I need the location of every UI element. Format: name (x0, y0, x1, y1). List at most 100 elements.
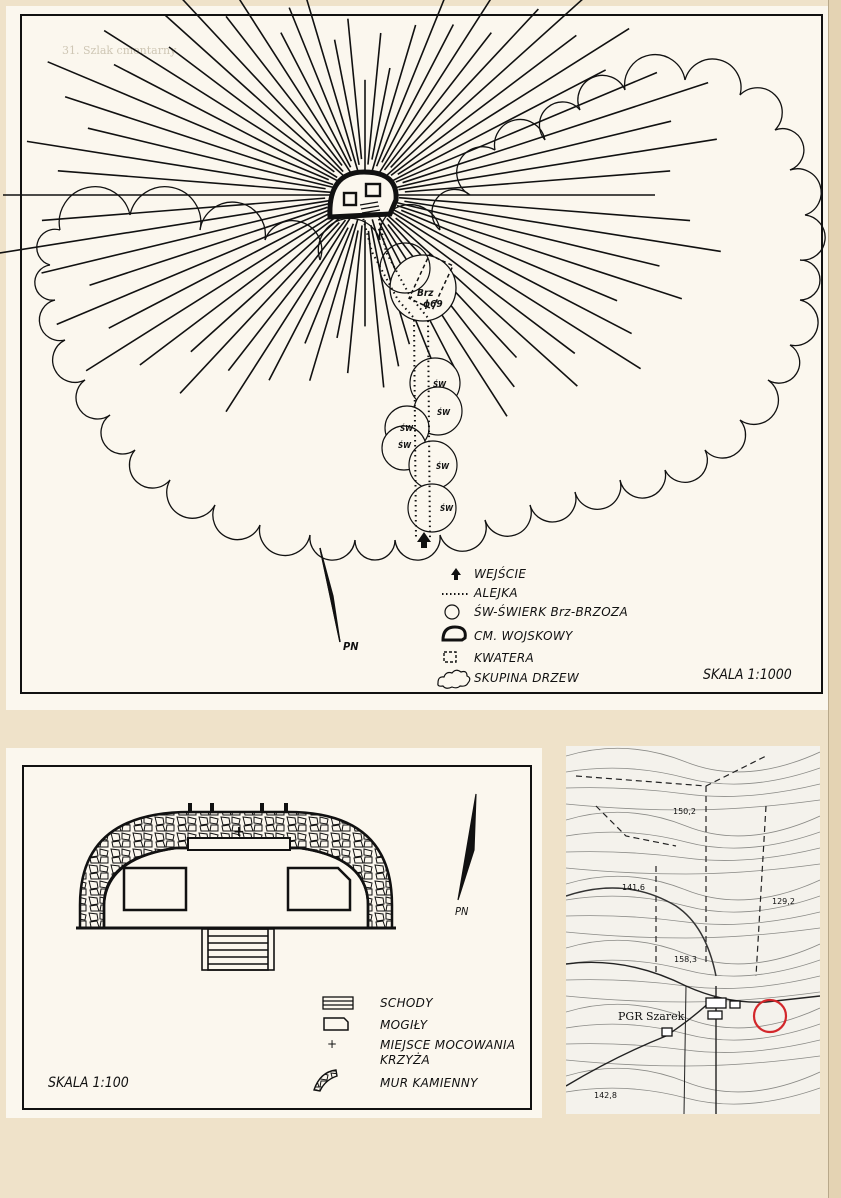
tree-circle (379, 242, 431, 294)
sun-ray (398, 196, 691, 222)
tree-label-spruce: ŚW (398, 441, 412, 450)
tree-group-scallop (264, 220, 323, 261)
tree-group-scallop (317, 217, 381, 261)
military-cemetery (327, 169, 399, 220)
contour-line (566, 939, 820, 965)
tree-group-scallop (538, 101, 581, 141)
sun-ray (404, 200, 721, 253)
sun-ray (139, 214, 340, 366)
tree-group-scallop (789, 168, 822, 216)
grave-box (342, 191, 358, 207)
spruce-tree-circle (408, 440, 458, 490)
sun-ray (347, 18, 363, 160)
sun-ray (398, 138, 717, 191)
tree-label-birch: Brz (417, 288, 434, 299)
sun-ray (225, 15, 343, 167)
tree-label-birch-diameter: ϕ69 (423, 299, 443, 310)
contour-line (566, 863, 820, 875)
sun-ray (0, 199, 332, 254)
plan-100-frame (22, 765, 532, 1110)
tree-group-scallop (378, 203, 441, 241)
sun-ray (383, 32, 492, 171)
contour-line (566, 747, 820, 773)
sun-ray (378, 0, 492, 174)
sun-ray (26, 140, 326, 190)
plan-100-drawing: + + (76, 793, 477, 1092)
legend-arrow-icon (451, 568, 461, 580)
spot-height-label: 142,8 (594, 1091, 617, 1100)
sun-ray (164, 14, 346, 178)
tree-group-scallop (166, 479, 216, 519)
sun-ray (57, 170, 332, 194)
contour-line (566, 1087, 820, 1105)
sun-ray (103, 29, 338, 179)
contour-line (566, 959, 820, 977)
gate-block (187, 837, 291, 851)
sun-ray (56, 207, 335, 326)
sun-ray (306, 0, 359, 171)
sun-ray (280, 32, 352, 168)
sun-ray (395, 217, 576, 355)
sun-ray (190, 212, 346, 353)
legend-dashed-rect-icon (443, 651, 457, 663)
tree-group-scallop (799, 214, 826, 261)
north-label-100: PN (455, 905, 469, 918)
tree-group-scallop (128, 449, 171, 489)
tree-group-scallop (799, 259, 821, 301)
sun-ray (308, 219, 359, 381)
tree-group-scallop (774, 127, 805, 171)
sun-ray (397, 27, 630, 176)
page-edge-strip (828, 0, 841, 1198)
sun-ray (402, 81, 709, 184)
scale-label-100: SKALA 1:100 (48, 1075, 129, 1091)
quarter-dashed (408, 253, 454, 311)
entrance-arrow-icon (417, 532, 431, 548)
spot-height-label: 150,2 (673, 807, 696, 816)
tree-group-scallop (199, 201, 267, 241)
tree-label-spruce: ŚW (436, 462, 450, 471)
alley-dotted (377, 213, 431, 541)
grave-right (286, 866, 352, 912)
spot-height-label: 158,3 (674, 955, 697, 964)
sun-ray (371, 24, 417, 171)
sun-ray (47, 61, 330, 181)
entrance-stairs (201, 928, 275, 971)
tree-group-scallop (739, 87, 783, 131)
cemetery-stairs (359, 201, 382, 218)
legend-stairs-icon (322, 996, 354, 1010)
contour-line (566, 1055, 820, 1067)
tree-group-scallop (739, 379, 780, 426)
cemetery-location-marker (752, 998, 788, 1034)
river (566, 887, 717, 977)
north-needle-icon (457, 793, 477, 901)
tree-group-scallop (354, 539, 396, 561)
legend-cross-icon: + (327, 1037, 337, 1051)
sun-ray (390, 8, 539, 168)
spruce-tree-circle (407, 483, 457, 533)
tree-group-scallop (431, 188, 471, 231)
scale-label-1000: SKALA 1:1000 (703, 667, 792, 683)
map-place-label: PGR Szarek (618, 1010, 685, 1023)
tree-group-outline (34, 53, 826, 561)
plan-1000-frame (20, 14, 823, 694)
plan-1000-drawing (0, 0, 826, 689)
contour-line (566, 767, 820, 785)
contour-line (566, 927, 820, 939)
sun-ray (333, 39, 360, 166)
tree-group-scallop (309, 534, 356, 561)
tree-group-scallop (767, 344, 801, 384)
sun-ray (381, 24, 455, 163)
contour-line (566, 831, 820, 849)
spot-height-label: 141,6 (622, 883, 645, 892)
tree-group-scallop (58, 186, 131, 231)
sun-ray (346, 225, 363, 374)
sun-ray (392, 211, 642, 370)
tree-group-scallop (789, 299, 819, 347)
tree-label-spruce: ŚW (440, 504, 454, 513)
tree-group-scallop (484, 504, 532, 537)
tree-group-scallop (38, 299, 66, 342)
tree-group-scallop (34, 264, 56, 301)
legend-circle-icon (444, 604, 460, 620)
